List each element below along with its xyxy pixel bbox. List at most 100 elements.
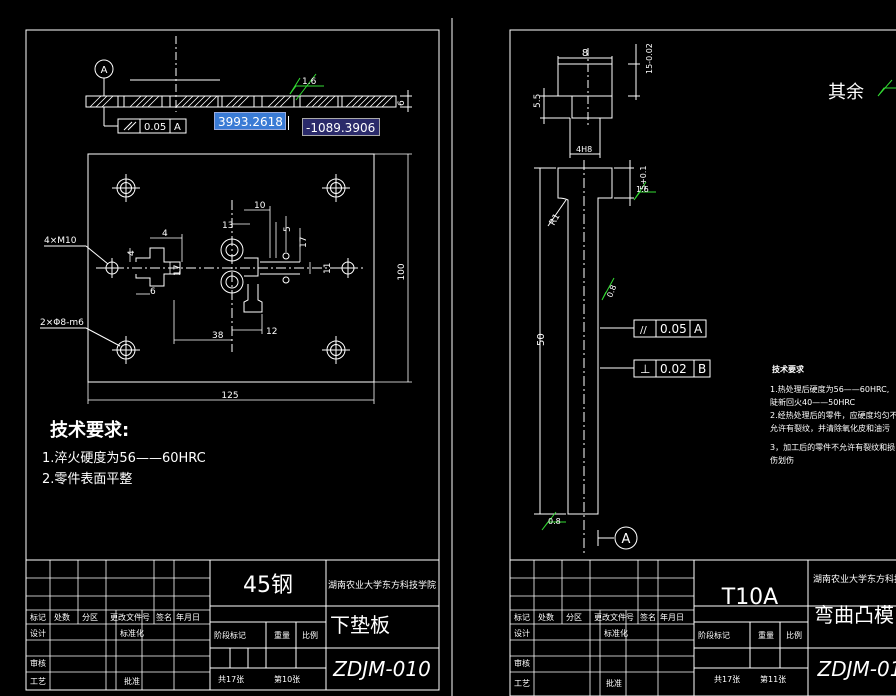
crosshair-cursor bbox=[288, 116, 289, 130]
tolerance-value-left: 0.05 bbox=[144, 122, 166, 133]
tech-right-3: 2.经热处理后的零件，应硬度均匀不 bbox=[770, 410, 896, 420]
roughness-marks-right bbox=[541, 79, 896, 531]
roughness-08-right: 0.8 bbox=[605, 284, 618, 299]
callout-m10: 4×M10 bbox=[44, 236, 77, 246]
material-left: 45钢 bbox=[243, 573, 293, 598]
dim-125: 125 bbox=[221, 391, 238, 401]
plate-outline bbox=[87, 153, 375, 383]
right-title-block bbox=[509, 559, 896, 696]
right-sheet bbox=[509, 29, 896, 696]
tolerance-frame-parallel bbox=[633, 319, 707, 338]
corner-holes bbox=[112, 174, 350, 364]
front-view bbox=[40, 153, 412, 404]
tb-h-zone-r: 分区 bbox=[566, 613, 582, 622]
drawing-no-right: ZDJM-01 bbox=[817, 657, 896, 681]
tech-title-left: 技术要求: bbox=[50, 419, 129, 441]
datum-a-label: A bbox=[101, 65, 108, 76]
dim-r1: R1 bbox=[548, 212, 563, 227]
tb-approve-l: 批准 bbox=[124, 676, 140, 686]
tol1-datum: A bbox=[694, 322, 703, 336]
datum-a-circle-right bbox=[614, 526, 638, 550]
roughness-mark-top bbox=[289, 73, 324, 101]
left-sheet bbox=[25, 18, 453, 696]
left-title-block bbox=[25, 559, 440, 691]
tol1-value: 0.05 bbox=[660, 322, 687, 336]
dim-4h8: 4H8 bbox=[576, 145, 592, 154]
tech-title-right: 技术要求 bbox=[772, 364, 805, 374]
right-sheet-border bbox=[509, 29, 896, 696]
tb-total-r: 共17张 bbox=[714, 675, 740, 684]
tb-h-zone-l: 分区 bbox=[82, 613, 98, 622]
tb-h-date-l: 年月日 bbox=[176, 612, 200, 622]
top-view bbox=[85, 36, 412, 134]
tech-item-2-left: 2.零件表面平整 bbox=[42, 472, 132, 487]
roughness-08b-right: 0.8 bbox=[548, 517, 561, 526]
tech-right-2: 陡新回火40——50HRC bbox=[770, 397, 856, 407]
tb-h-mark-l: 标记 bbox=[30, 612, 46, 622]
tb-weight-l: 重量 bbox=[274, 630, 290, 640]
tb-std-l: 标准化 bbox=[120, 628, 144, 638]
tb-std-r: 标准化 bbox=[604, 628, 628, 638]
dim-50: 50 bbox=[536, 333, 547, 346]
tb-review-r: 审核 bbox=[514, 658, 530, 668]
tb-h-sign-l: 签名 bbox=[156, 612, 172, 622]
tb-h-change-r: 更改文件号 bbox=[594, 612, 634, 622]
tolerance-frame-perp bbox=[633, 359, 711, 378]
tb-sheetno-l: 第10张 bbox=[274, 674, 300, 684]
punch-top-detail bbox=[540, 44, 640, 158]
tb-weight-r: 重量 bbox=[758, 630, 774, 640]
dim-10: 10 bbox=[254, 201, 266, 211]
punch-main-view bbox=[534, 160, 711, 556]
part-name-left: 下垫板 bbox=[330, 613, 390, 637]
tb-sheetno-r: 第11张 bbox=[760, 674, 786, 684]
tolerance-frame-left bbox=[117, 118, 187, 134]
tol1-symbol: // bbox=[640, 325, 647, 336]
dim-5: 5 bbox=[283, 226, 293, 232]
dim-thickness: 6 bbox=[397, 100, 407, 106]
tb-design-l: 设计 bbox=[30, 628, 46, 638]
tb-h-count-l: 处数 bbox=[54, 612, 70, 622]
dim-17a: 17 bbox=[299, 237, 309, 248]
dim-4b: 4 bbox=[127, 250, 137, 256]
dim-5-5: 5.5 bbox=[533, 94, 543, 108]
tb-approve-r: 批准 bbox=[606, 678, 622, 688]
tol2-symbol: ⊥ bbox=[640, 362, 650, 376]
drawing-no-left: ZDJM-010 bbox=[332, 657, 431, 681]
school-left: 湖南农业大学东方科技学院 bbox=[328, 579, 436, 591]
dim-100: 100 bbox=[397, 263, 407, 280]
tech-right-6: 伤划伤 bbox=[770, 455, 794, 465]
tech-right-5: 3，加工后的零件不允许有裂纹和损 bbox=[770, 442, 895, 452]
tb-review-l: 审核 bbox=[30, 658, 46, 668]
dim-4a: 4 bbox=[162, 229, 168, 239]
roughness-value-top: 1.6 bbox=[302, 77, 317, 87]
roughness-16-right: 1.6 bbox=[636, 185, 649, 194]
tb-h-date-r: 年月日 bbox=[660, 612, 684, 622]
dim-8: 8 bbox=[582, 48, 588, 59]
tech-right-1: 1.热处理后硬度为56——60HRC, bbox=[770, 384, 889, 394]
tb-total-l: 共17张 bbox=[218, 675, 244, 684]
dim-13: 13 bbox=[222, 221, 233, 231]
tolerance-datum-left: A bbox=[174, 122, 181, 133]
dim-12: 12 bbox=[266, 327, 277, 337]
dim-11: 11 bbox=[323, 263, 333, 274]
dim-17b: 17 bbox=[173, 265, 183, 276]
coord-x-input[interactable]: 3993.2618 bbox=[214, 112, 286, 130]
tb-stage-l: 阶段标记 bbox=[214, 630, 246, 640]
school-right: 湖南农业大学东方科技 bbox=[813, 573, 896, 585]
part-name-right: 弯曲凸模 bbox=[814, 603, 894, 627]
tol2-value: 0.02 bbox=[660, 362, 687, 376]
tb-scale-l: 比例 bbox=[302, 630, 318, 640]
tb-stage-r: 阶段标记 bbox=[698, 630, 730, 640]
callout-pin: 2×Φ8-m6 bbox=[40, 318, 84, 328]
tb-design-r: 设计 bbox=[514, 628, 530, 638]
tb-h-count-r: 处数 bbox=[538, 612, 554, 622]
dim-38: 38 bbox=[212, 331, 224, 341]
coord-y-input[interactable]: -1089.3906 bbox=[302, 118, 380, 136]
tb-h-sign-r: 签名 bbox=[640, 612, 656, 622]
tech-item-1-left: 1.淬火硬度为56——60HRC bbox=[42, 450, 206, 466]
datum-a-label-right: A bbox=[622, 532, 631, 547]
material-right: T10A bbox=[721, 585, 778, 610]
dim-6: 6 bbox=[150, 287, 156, 297]
tb-h-change-l: 更改文件号 bbox=[110, 612, 150, 622]
